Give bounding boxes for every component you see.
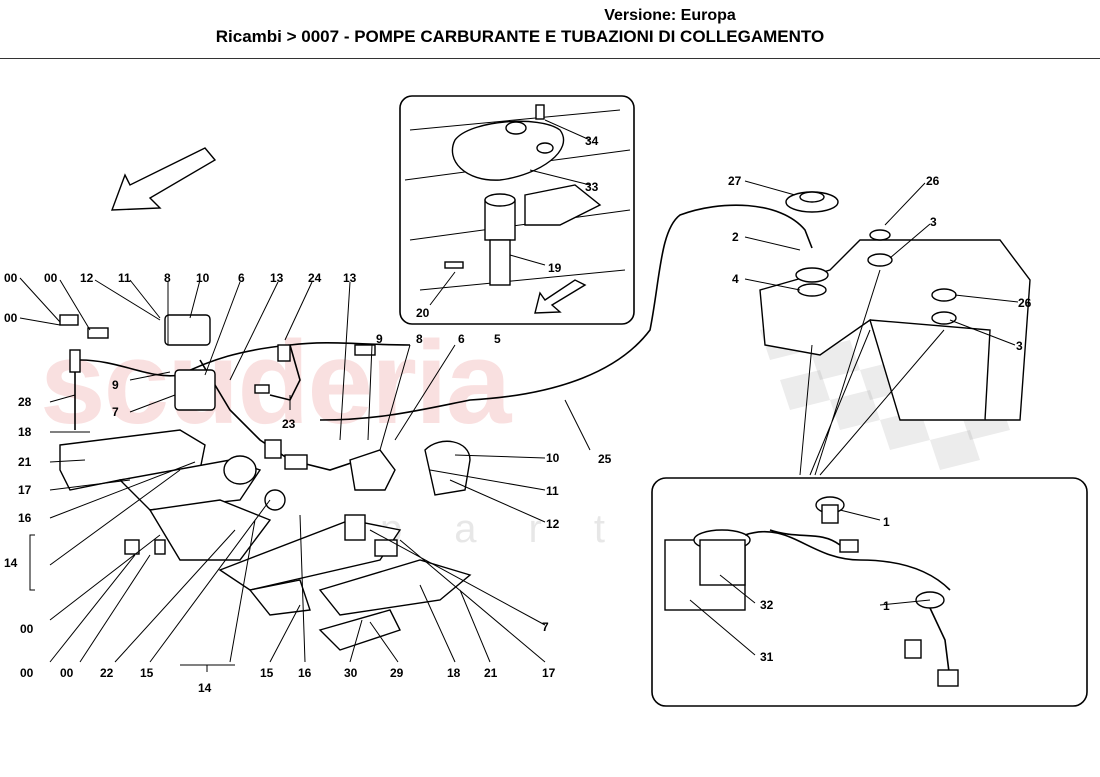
callout-29: 29 xyxy=(390,666,404,680)
callout-6: 6 xyxy=(238,271,245,285)
callout-20: 20 xyxy=(416,306,430,320)
page-header: Versione: Europa Ricambi > 0007 - POMPE … xyxy=(0,0,1100,60)
callout-3: 3 xyxy=(930,215,937,229)
callout-1: 1 xyxy=(883,599,890,613)
callout-12: 12 xyxy=(80,271,94,285)
callout-9: 9 xyxy=(112,378,119,392)
callout-18: 18 xyxy=(18,425,32,439)
callout-17: 17 xyxy=(542,666,556,680)
callout-19: 19 xyxy=(548,261,562,275)
callout-14: 14 xyxy=(4,556,18,570)
callout-3: 3 xyxy=(1016,339,1023,353)
callout-15: 15 xyxy=(260,666,274,680)
callout-16: 16 xyxy=(298,666,312,680)
callout-15: 15 xyxy=(140,666,154,680)
version-label: Versione: Europa xyxy=(604,7,736,24)
callout-28: 28 xyxy=(18,395,32,409)
callout-26: 26 xyxy=(926,174,940,188)
breadcrumb: Ricambi > 0007 - POMPE CARBURANTE E TUBA… xyxy=(215,27,825,46)
callout-21: 21 xyxy=(484,666,498,680)
callout-1: 1 xyxy=(883,515,890,529)
callout-00: 00 xyxy=(60,666,74,680)
callout-8: 8 xyxy=(416,332,423,346)
callout-21: 21 xyxy=(18,455,32,469)
callout-8: 8 xyxy=(164,271,171,285)
inset-detail-top xyxy=(399,95,635,325)
callout-5: 5 xyxy=(494,332,501,346)
fuel-tank xyxy=(759,191,1031,476)
callout-17: 17 xyxy=(18,483,32,497)
parts-diagram: scuderia parts xyxy=(0,60,1100,777)
callout-32: 32 xyxy=(760,598,774,612)
callout-00: 00 xyxy=(4,311,18,325)
callout-7: 7 xyxy=(542,620,549,634)
inset-detail-pump xyxy=(651,477,1088,707)
callout-11: 11 xyxy=(118,271,131,285)
callout-6: 6 xyxy=(458,332,465,346)
callout-18: 18 xyxy=(447,666,461,680)
exploded-view-drawing: 00 00 00 12 11 8 10 6 13 24 13 28 9 7 23… xyxy=(4,95,1088,707)
callout-10: 10 xyxy=(196,271,210,285)
callout-00: 00 xyxy=(20,666,34,680)
callout-11: 11 xyxy=(546,484,559,498)
callout-24: 24 xyxy=(308,271,322,285)
pump-assembly-left xyxy=(59,314,472,651)
callout-7: 7 xyxy=(112,405,119,419)
callout-31: 31 xyxy=(760,650,774,664)
callout-9: 9 xyxy=(376,332,383,346)
fuel-pipe xyxy=(319,204,813,421)
callout-16: 16 xyxy=(18,511,32,525)
callout-25: 25 xyxy=(598,452,612,466)
callout-33: 33 xyxy=(585,180,599,194)
callout-14: 14 xyxy=(198,681,212,695)
callout-13: 13 xyxy=(343,271,357,285)
callout-4: 4 xyxy=(732,272,739,286)
callout-12: 12 xyxy=(546,517,560,531)
callout-26: 26 xyxy=(1018,296,1032,310)
direction-arrow-icon xyxy=(110,147,217,211)
watermark-logo: scuderia xyxy=(40,317,511,449)
callout-23: 23 xyxy=(282,417,296,431)
callout-30: 30 xyxy=(344,666,358,680)
callout-10: 10 xyxy=(546,451,560,465)
callout-2: 2 xyxy=(732,230,739,244)
callout-00: 00 xyxy=(4,271,18,285)
callout-labels: 00 00 00 12 11 8 10 6 13 24 13 28 9 7 23… xyxy=(4,134,1032,695)
callout-00: 00 xyxy=(44,271,58,285)
header-divider xyxy=(0,58,1100,59)
callout-27: 27 xyxy=(728,174,742,188)
callout-22: 22 xyxy=(100,666,114,680)
callout-leaders xyxy=(19,119,1019,672)
callout-34: 34 xyxy=(585,134,599,148)
callout-13: 13 xyxy=(270,271,284,285)
callout-00: 00 xyxy=(20,622,34,636)
